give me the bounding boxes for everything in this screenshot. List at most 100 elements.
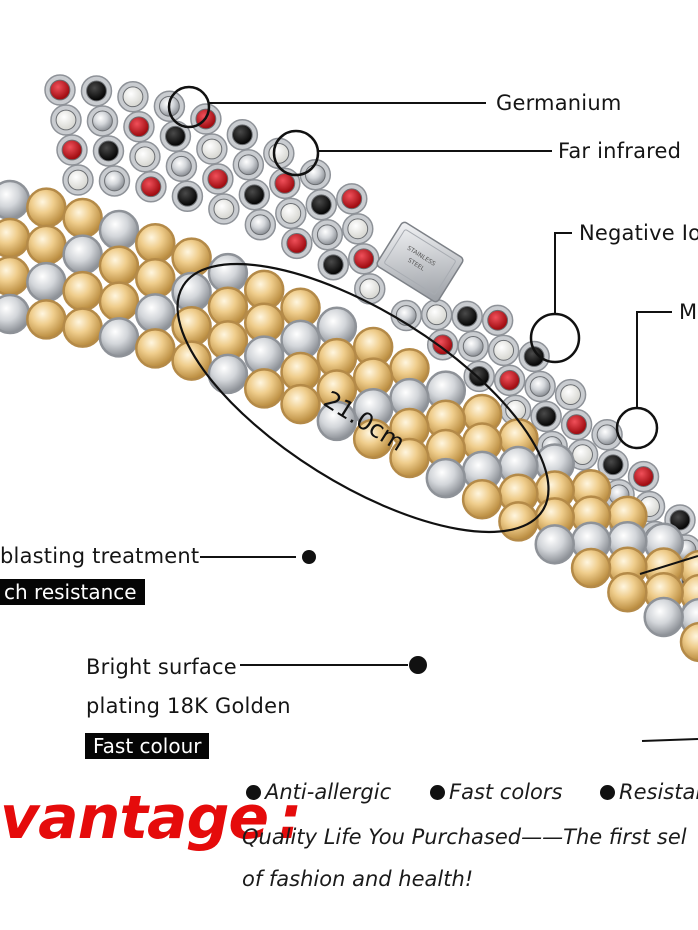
bead xyxy=(171,340,212,381)
bead-insert xyxy=(560,384,581,406)
bead-insert xyxy=(487,309,509,331)
bead-insert xyxy=(49,79,71,101)
bead-insert xyxy=(165,125,186,147)
bead-insert xyxy=(237,154,259,176)
bead-insert xyxy=(92,110,113,132)
bead-insert xyxy=(566,414,587,436)
callout-negative-ion xyxy=(529,232,581,364)
bead-insert xyxy=(322,254,344,276)
bead xyxy=(207,353,249,395)
feature-label: Anti-allergic xyxy=(265,780,392,804)
bead-insert xyxy=(523,346,545,367)
bead xyxy=(62,307,103,348)
slogan-line-2: of fashion and health! xyxy=(242,867,474,891)
bead-insert xyxy=(456,305,478,327)
bead-insert xyxy=(243,184,265,206)
tag-scratch-resistance: ch resistance xyxy=(0,579,145,605)
bead-insert xyxy=(462,335,484,357)
diameter-ellipse xyxy=(176,262,550,534)
label-magnet: M xyxy=(679,300,698,324)
label-far-infrared: Far infrared xyxy=(558,139,682,163)
bead-insert xyxy=(359,278,381,300)
bead-insert xyxy=(316,224,338,246)
bead xyxy=(534,524,575,565)
bead-insert xyxy=(602,454,624,476)
bead xyxy=(207,252,249,294)
bead-insert xyxy=(499,369,521,391)
bead xyxy=(425,457,467,499)
bead xyxy=(98,317,140,358)
bead-insert xyxy=(529,376,551,397)
label-bright-surface: Bright surface xyxy=(86,655,237,679)
bead xyxy=(171,237,212,278)
bead-insert xyxy=(353,248,375,270)
bead-insert xyxy=(535,406,557,427)
callout-right-edge xyxy=(639,555,698,742)
bead-insert xyxy=(171,155,192,177)
bead-insert xyxy=(572,444,593,466)
bead xyxy=(135,222,176,264)
bead xyxy=(570,547,612,589)
callout-far-infrared xyxy=(272,129,552,177)
bullet-icon xyxy=(246,785,261,800)
bead-insert xyxy=(426,304,448,326)
bead xyxy=(26,261,67,303)
bead xyxy=(135,328,176,369)
bead-insert xyxy=(213,198,235,220)
bead-insert xyxy=(633,466,654,487)
bead-insert xyxy=(596,424,618,446)
feature-resistance: Resistar xyxy=(600,779,698,805)
bullet-icon xyxy=(430,785,445,800)
label-sandblasting: blasting treatment xyxy=(0,544,200,568)
bead-insert xyxy=(67,169,89,191)
bead-insert xyxy=(128,116,150,138)
label-negative-ion: Negative Io xyxy=(579,221,698,245)
bead-insert xyxy=(61,139,83,161)
bead-insert xyxy=(304,164,326,186)
bead xyxy=(0,293,31,335)
bead-insert xyxy=(432,334,454,356)
feature-label: Fast colors xyxy=(449,780,563,804)
bracelet-front-band xyxy=(0,179,698,663)
callout-germanium xyxy=(167,85,486,129)
bead-insert xyxy=(98,140,119,162)
bead xyxy=(0,255,31,297)
bead xyxy=(98,245,140,287)
bead-insert xyxy=(86,80,107,102)
bead-insert xyxy=(231,124,253,146)
bead xyxy=(62,197,103,239)
bead xyxy=(0,217,31,259)
bead-insert xyxy=(249,214,271,236)
label-germanium: Germanium xyxy=(496,91,622,115)
bead-insert xyxy=(286,232,308,254)
feature-fast-colors: Fast colors xyxy=(430,779,562,805)
bead xyxy=(207,286,249,328)
bead xyxy=(389,437,430,479)
bead-insert xyxy=(493,339,515,361)
bead xyxy=(0,179,31,221)
bead-insert xyxy=(134,146,156,168)
bead-insert xyxy=(201,138,223,160)
bead-insert xyxy=(207,168,229,190)
bead-insert xyxy=(55,109,77,131)
bead xyxy=(461,479,503,520)
bead-insert xyxy=(268,142,290,164)
bead-insert xyxy=(280,202,302,224)
bead xyxy=(98,281,140,322)
advantage-heading: vantage: xyxy=(0,783,302,853)
bead xyxy=(352,418,394,460)
label-plating: plating 18K Golden xyxy=(86,694,291,718)
bead-insert xyxy=(341,188,363,210)
feature-label: Resistar xyxy=(619,780,698,804)
bead xyxy=(135,293,176,334)
advantage-heading-text: vantage xyxy=(0,783,269,853)
bead-insert xyxy=(468,365,490,387)
tag-fast-colour: Fast colour xyxy=(85,733,210,759)
bead-insert xyxy=(310,194,332,216)
bead xyxy=(135,258,176,299)
bead-insert xyxy=(122,86,144,108)
bead xyxy=(643,596,684,638)
callout-magnet xyxy=(615,311,672,450)
